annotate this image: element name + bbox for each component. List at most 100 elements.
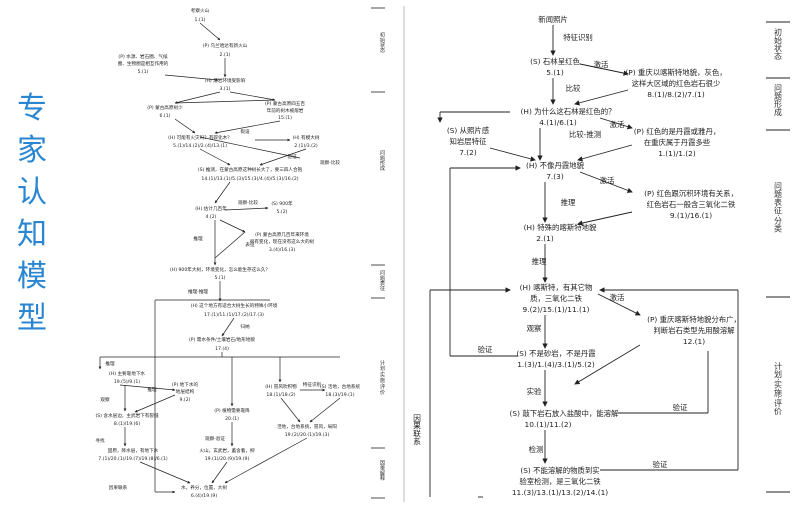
right-edge-activate-3: 激活 <box>600 176 615 185</box>
right-stage-initial: 初始状态 <box>774 27 783 60</box>
right-node-h1-code: 4.(1)/6.(1) <box>539 118 577 127</box>
left-node-12-code: 3.(4)/16.(3) <box>269 247 295 253</box>
right-node-p2-line2: 在重庆属于丹霞多些 <box>644 138 711 147</box>
right-node-s3: (S) 不是砂岩，不是丹霞 <box>516 349 596 358</box>
left-node-18: (S) 含水层边，主武岩下有裂缝 <box>95 412 158 419</box>
left-edge-label-8: 归纳 <box>240 323 250 330</box>
left-node-4-code: 3.(1) <box>220 86 231 92</box>
right-node-p2-code: 1.(1)/1.(2) <box>658 149 696 158</box>
left-node-3-code: 5.(1) <box>138 69 149 75</box>
left-node-22-code: 7.(1)/20.(1)/19.(7)/19.(8)/6.(1) <box>98 456 168 462</box>
left-node-25: 水，养分，位置，大树 <box>181 484 227 491</box>
left-node-14-code: 17.(1)/11.(1)/17.(2)/17.(3) <box>204 312 264 318</box>
right-node-s3-code: 1.(3)/1.(4)/3.(1)/5.(2) <box>517 360 595 369</box>
left-node-9: (S) 推测，在蒙古高原这种树长大了，要三四人合抱 <box>198 166 303 173</box>
right-edge-observe: 观察 <box>527 324 542 333</box>
right-node-p4-line2: 判断岩石类型先用酸溶解 <box>653 326 735 335</box>
left-node-23-code: 19.(1)/20.(9)/19.(9) <box>205 456 250 462</box>
left-node-9-code: 14.(1)/13.(1)/5.(3)/15.(3)/4.(4)/5.(3)/1… <box>201 176 298 182</box>
left-node-18-code: 8.(1)/19.(6) <box>114 421 140 427</box>
left-node-5: (P) 蒙古高原树少 <box>147 104 183 111</box>
right-stage-representation: 问题表征·分类 <box>774 182 783 234</box>
left-node-3-line2: 圈、生物圈是相互作用的 <box>118 60 169 67</box>
left-node-6-line2: 年前的树木被熔岩 <box>267 107 304 114</box>
left-node-19: (P) 植物需要靠降 <box>214 407 250 414</box>
left-edge-label-4: 观察-比较 <box>238 199 258 206</box>
right-node-p3: (P) 红色跟沉积环境有关系， <box>644 189 738 198</box>
left-node-10: (H) 估计几百年 <box>195 205 227 212</box>
left-node-17: (P) 地下水的 <box>172 381 199 388</box>
right-edge-compare-1: 比较 <box>566 84 581 93</box>
left-node-15: (P) 需水条件/土壤岩石/地形地貌 <box>189 336 255 343</box>
right-flowchart: 初始状态 问题形成 问题表征·分类 计划·实施·评价 新闻照片 (S) 石林呈红… <box>403 6 790 502</box>
right-node-h4-code: 9.(2)/15.(1)/11.(1) <box>523 305 590 314</box>
right-stage-formation: 问题形成 <box>774 84 783 117</box>
left-node-2: (P) 乌兰哈达有新火山 <box>203 42 248 49</box>
left-node-4: (H) 熔岩环境受影响 <box>205 77 246 84</box>
left-node-8-code: 2.(1)/3.(2) <box>294 143 318 149</box>
right-node-s2-code: 7.(2) <box>459 148 477 157</box>
left-stage-plan: 计划·实施·评价 <box>379 359 385 395</box>
right-edge-causal: 因果联系 <box>412 414 421 445</box>
right-node-p3-line2: 红色岩石一般含三氧化二铁 <box>647 200 736 209</box>
left-node-19-code: 20.(1) <box>225 416 239 422</box>
left-node-24-code: 19.(2)/20.(1)/19.(3) <box>285 432 330 438</box>
title-char-6: 型 <box>17 301 47 336</box>
left-stage-representation: 问题表征 <box>379 269 385 293</box>
right-edge-verify-3: 验证 <box>653 460 668 469</box>
left-edge-label-15: 因果联系 <box>109 484 128 491</box>
left-node-13: (H) 900年大树，环境变化，怎么能生存这么久？ <box>170 266 270 273</box>
right-node-s5-code: 11.(3)/13.(1)/13.(2)/14.(1) <box>512 488 608 497</box>
right-edge-feature: 特征识别 <box>563 33 593 42</box>
right-edge-activate-2: 激活 <box>610 120 625 129</box>
left-node-23: 火山，玄武岩，蓄含着，柳 <box>199 447 255 454</box>
left-node-5-code: 6.(1) <box>160 113 171 119</box>
right-edge-verify-2: 验证 <box>673 403 688 412</box>
left-node-3: (P) 水源、岩石圈、气候 <box>118 53 168 60</box>
right-node-p2: (P) 红色的是丹霞或雅丹， <box>634 127 720 136</box>
right-edge-activate-4: 激活 <box>610 293 625 302</box>
left-edge-label-12: 特征识别 <box>303 381 322 388</box>
left-edge-label-1: 假设 <box>240 128 250 135</box>
right-node-p4-code: 12.(1) <box>683 337 705 346</box>
right-node-s1: (S) 石林呈红色 <box>530 57 580 66</box>
title-char-5: 模 <box>17 259 47 294</box>
right-node-s5: (S) 不能溶解的物质到实 <box>520 466 599 475</box>
left-edge-label-6: 表征 <box>245 241 255 248</box>
right-node-p1-line2: 这样大区域的红色岩石很少 <box>632 79 721 88</box>
left-node-10-code: 4.(2) <box>206 214 217 220</box>
right-node-s5-line2: 验室检测，是三氧化二铁 <box>519 477 601 486</box>
left-node-14: (H) 这个地方有适合大树生长的特殊小环境 <box>191 302 278 309</box>
left-edge-label-5: 推理 <box>193 235 203 242</box>
left-node-16: (H) 主要靠地下水 <box>109 370 145 377</box>
left-edge-label-11: 推理 <box>147 386 157 393</box>
left-node-1-code: 1.(1) <box>195 17 206 23</box>
title-char-2: 家 <box>17 133 47 168</box>
left-node-7: (H) 可能有火灾吗？有碳化木？ <box>168 134 232 141</box>
left-node-12: (P) 蒙古高原几百年来环境 <box>255 231 309 238</box>
right-edge-verify-1: 验证 <box>478 345 493 354</box>
left-edge-label-10: 观察 <box>100 396 110 403</box>
right-node-h4: (H) 喀斯特，有其它物 <box>520 283 593 292</box>
right-node-s4: (S) 敲下岩石放入盐酸中，能溶解 <box>510 409 619 418</box>
right-edge-compare-2: 比较-推测 <box>569 130 601 139</box>
right-node-p1: (P) 重庆以喀斯特地貌，灰色， <box>625 68 726 77</box>
left-node-15-code: 17.(4) <box>215 346 229 352</box>
left-edge-label-7: 推理-推理 <box>188 288 208 295</box>
left-node-2-code: 2.(1) <box>220 52 231 58</box>
left-node-11: (S) 900年 <box>271 200 293 207</box>
right-node-h2-code: 7.(3) <box>546 172 564 181</box>
right-edge-activate-1: 激活 <box>594 60 609 69</box>
right-node-p1-code: 8.(1)/8.(2)/7.(1) <box>647 90 705 99</box>
right-node-p3-code: 9.(1)/16.(1) <box>670 211 712 220</box>
left-node-8: (H) 有模大树 <box>293 134 320 141</box>
right-stage-plan: 计划·实施·评价 <box>774 361 783 415</box>
left-node-6: (P) 蒙古高原四五百 <box>265 100 305 107</box>
left-node-6-code: 15.(1) <box>278 115 292 121</box>
right-node-s2: (S) 从照片感 <box>447 126 490 135</box>
left-flowchart: 初始状态 问题形成 问题表征 计划·实施·评价 因果解释 考察火山 1.(1) … <box>95 7 385 499</box>
right-node-h1: (H) 为什么这石林是红色的？ <box>521 107 616 116</box>
expert-cognition-model-title: 专 家 认 知 模 型 <box>12 88 52 340</box>
left-edge-label-14: 观察-验证 <box>205 435 225 442</box>
